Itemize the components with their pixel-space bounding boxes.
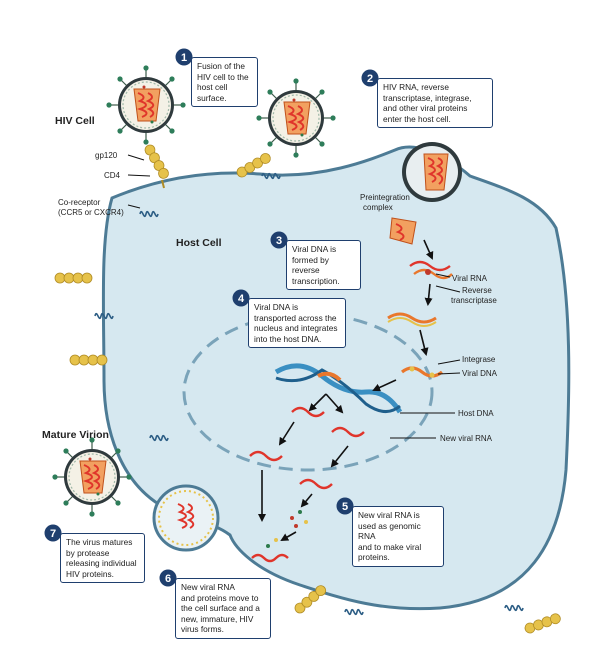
svg-text:3: 3 [276,235,282,247]
svg-text:5: 5 [342,501,348,513]
host-cell-label: Host Cell [176,237,222,249]
preintegration-complex-label: complex [363,203,393,212]
step-badge-4: 4 [232,289,250,307]
step-4-line: Viral DNA is [254,302,299,312]
process-arrows [258,239,434,541]
step-2-line: transcriptase, integrase, [383,92,472,103]
nucleus-boundary [182,312,434,472]
cd4-receptor [69,354,108,366]
step-5-line: New viral RNA is [358,510,420,520]
coreceptor-label: Co-receptor [58,198,101,207]
step-4-line: nucleus and integrates [254,323,338,334]
step-6-line: the cell surface and a [181,603,260,614]
step-5-text-box: New viral RNA is used as genomic RNA and… [352,506,444,567]
step-badge-6: 6 [159,569,177,587]
reverse-transcription-icon [409,260,453,280]
hiv-cell-label: HIV Cell [55,115,95,127]
svg-text:7: 7 [50,528,56,540]
step-6-line: and proteins move to [181,592,259,603]
step-badge-7: 7 [44,524,62,542]
integrase-label: Integrase [462,355,496,364]
new-viral-rna-icon [249,406,365,563]
reverse-label: Reverse [462,286,492,295]
step-4-line: transported across the [254,312,337,323]
gp120-label: gp120 [95,151,118,160]
transcriptase-label: transcriptase [451,296,497,305]
mature-virion-label: Mature Virion [42,429,109,441]
step-5-line: and to make viral [358,541,422,552]
step-6-line: New viral RNA [181,582,235,592]
step-3-line: formed by reverse [292,254,329,276]
step-6-line: new, immature, HIV [181,613,254,624]
budding-virion-icon [152,484,220,552]
entering-virion-icon [402,142,462,202]
viral-protein-dots [266,510,308,548]
step-2-line: HIV RNA, reverse [383,82,449,92]
viral-rna-label: Viral RNA [452,274,488,283]
step-7-line: The virus matures [66,537,133,547]
step-badge-2: 2 [361,69,379,87]
step-7-text-box: The virus matures by protease releasing … [60,533,145,584]
step-5-line: proteins. [358,552,390,563]
step-2-text-box: HIV RNA, reverse transcriptase, integras… [377,78,493,129]
step-badge-5: 5 [336,497,354,515]
step-6-line: virus forms. [181,624,224,635]
cd4-label: CD4 [104,171,121,180]
step-4-text-box: Viral DNA is transported across the nucl… [248,298,346,349]
step-1-line: host cell surface. [197,82,228,103]
svg-text:6: 6 [165,573,171,585]
step-7-line: HIV proteins. [66,568,114,579]
step-5-line: used as genomic RNA [358,520,421,542]
step-2-line: enter the host cell. [383,113,451,124]
step-2-line: and other viral proteins [383,103,468,114]
step-4-line: into the host DNA. [254,333,322,344]
host-dna-label: Host DNA [458,409,494,418]
step-1-line: HIV cell to the [197,71,249,82]
step-6-text-box: New viral RNA and proteins move to the c… [175,578,271,639]
new-viral-rna-label: New viral RNA [440,434,493,443]
cd4-receptor [54,272,93,284]
step-3-line: Viral DNA is [292,244,337,254]
preintegration-label: Preintegration [360,193,410,202]
svg-text:4: 4 [238,293,245,305]
step-badge-1: 1 [175,48,193,66]
viral-dna-icon [387,312,437,327]
step-1-text-box: Fusion of the HIV cell to the host cell … [191,57,258,108]
step-3-text-box: Viral DNA is formed by reverse transcrip… [286,240,361,291]
step-badge-3: 3 [270,231,288,249]
svg-text:2: 2 [367,73,373,85]
hiv-virion-icon [255,77,337,159]
svg-text:1: 1 [181,52,187,64]
integrase-dna-icon [401,366,443,378]
coreceptor-icon [344,608,364,616]
viral-dna-label: Viral DNA [462,369,498,378]
coreceptor-types-label: (CCR5 or CXCR4) [58,208,124,217]
mature-virion-icon [51,436,133,518]
hiv-virion-icon [105,64,187,146]
leader-lines [127,154,461,439]
cd4-receptor [523,611,563,635]
step-7-line: releasing individual [66,558,137,569]
step-7-line: by protease [66,547,110,558]
coreceptor-icon [504,604,524,612]
preintegration-complex-icon [389,217,417,245]
step-3-line: transcription. [292,275,340,286]
host-dna-icon [274,363,403,414]
step-1-line: Fusion of the [197,61,245,71]
cd4-receptor [142,142,171,189]
